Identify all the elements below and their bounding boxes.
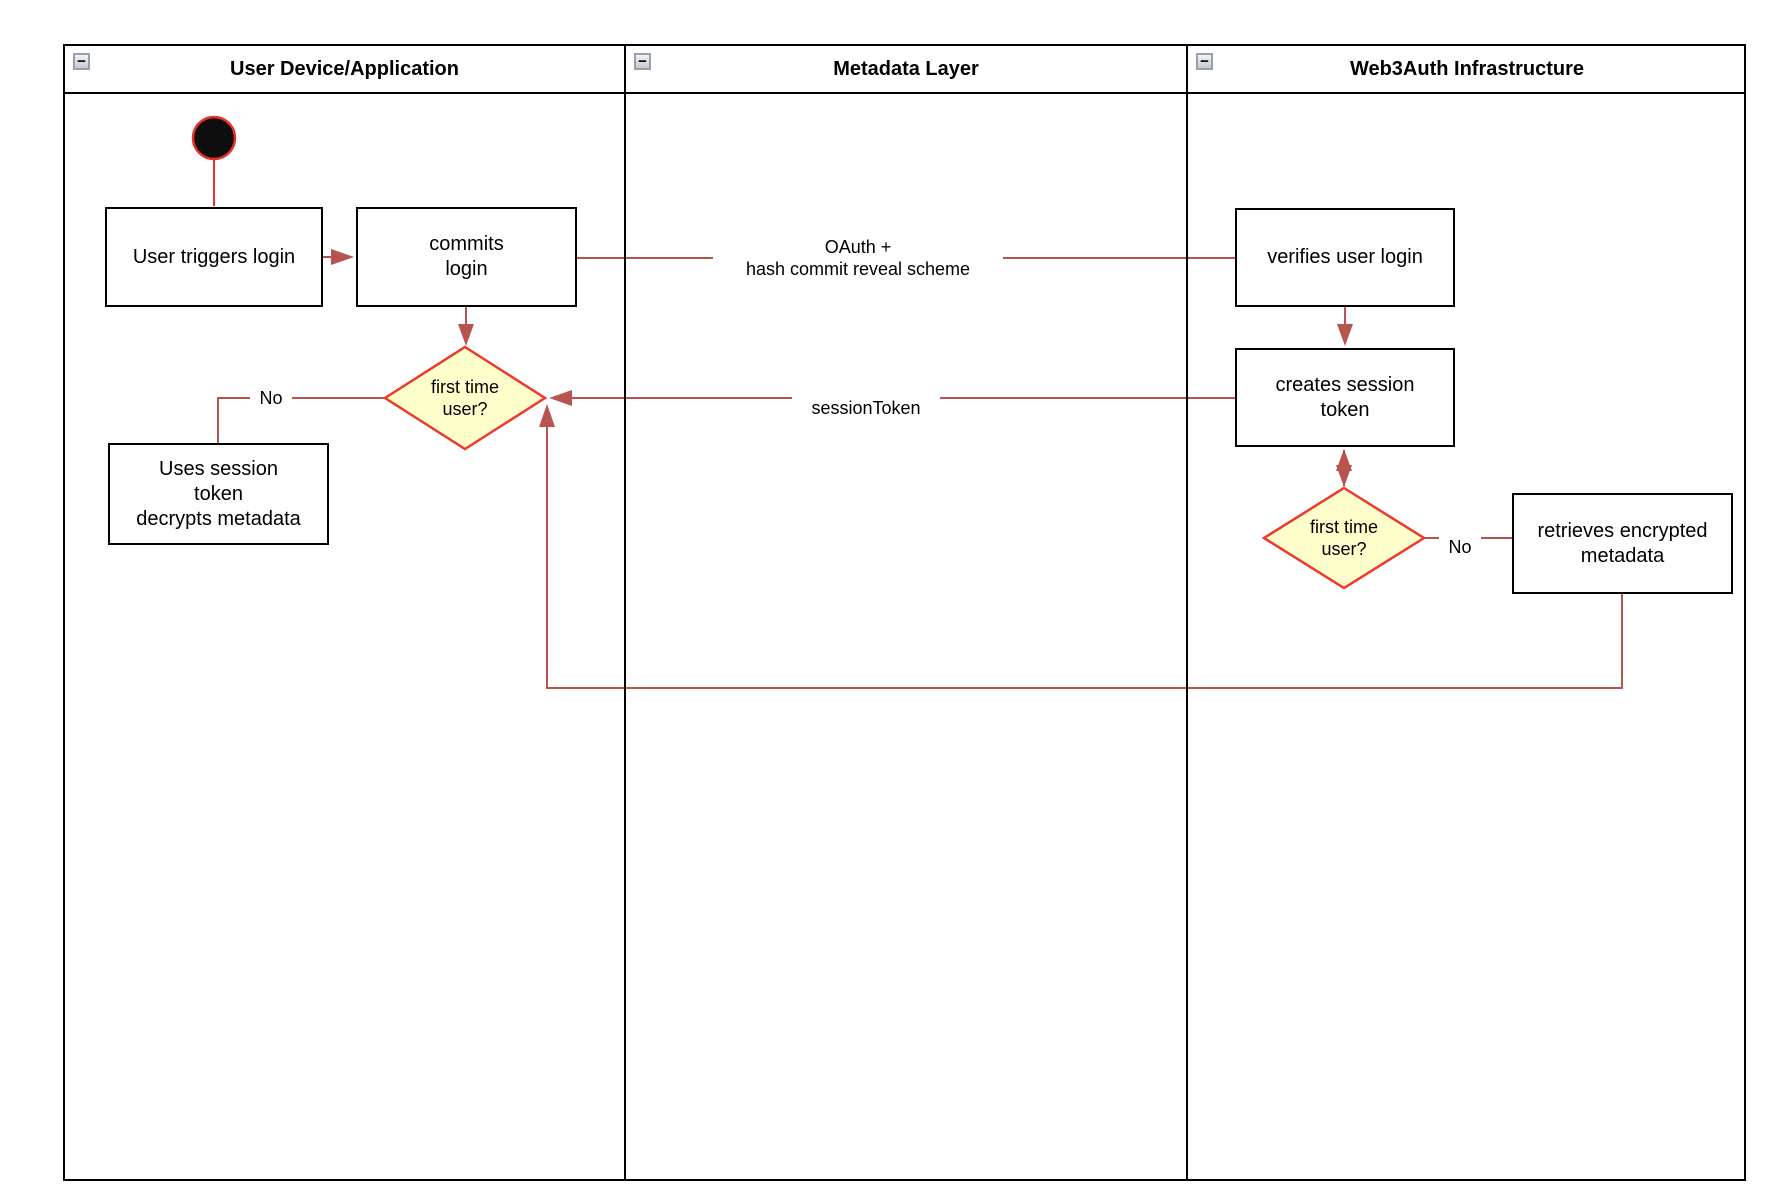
edge-return-to-decision1	[546, 424, 1623, 689]
lane-header-user-device: − User Device/Application	[65, 46, 624, 92]
node-user-triggers-login: User triggers login	[105, 207, 323, 307]
collapse-lane-button[interactable]: −	[634, 53, 651, 70]
node-uses-session-token: Uses session token decrypts metadata	[108, 443, 329, 545]
arrowhead-right-commits	[331, 249, 354, 265]
arrowhead-left-decision1	[549, 390, 572, 406]
edge-label-no-right: No	[1439, 534, 1481, 560]
node-commits-login: commits login	[356, 207, 577, 307]
lane-title: Web3Auth Infrastructure	[1349, 57, 1585, 80]
edge-label-oauth: OAuth + hash commit reveal scheme	[713, 235, 1003, 281]
edge-label-no-left: No	[250, 386, 292, 411]
arrowhead-down-decision2	[1336, 465, 1352, 487]
lane-header-web3auth: − Web3Auth Infrastructure	[1188, 46, 1746, 92]
lane-title: Metadata Layer	[833, 57, 979, 80]
node-retrieves-encrypted-metadata: retrieves encrypted metadata	[1512, 493, 1733, 594]
lane-divider-2	[1186, 46, 1188, 1179]
edge-label-session-token: sessionToken	[792, 394, 940, 422]
collapse-lane-button[interactable]: −	[73, 53, 90, 70]
arrowhead-down-decision1	[458, 324, 474, 346]
decision-label-first-time-user-right: first time user?	[1309, 516, 1378, 560]
decision-label-first-time-user-left: first time user?	[430, 376, 499, 420]
node-creates-session-token: creates session token	[1235, 348, 1455, 447]
node-verifies-user-login: verifies user login	[1235, 208, 1455, 307]
lane-title: User Device/Application	[230, 57, 459, 80]
decision-diamond-left	[382, 345, 548, 451]
pool-header-row	[65, 46, 1744, 94]
swimlane-pool: − User Device/Application − Metadata Lay…	[63, 44, 1746, 1181]
initial-node	[191, 115, 237, 161]
collapse-lane-button[interactable]: −	[1196, 53, 1213, 70]
arrowhead-down-creates	[1337, 324, 1353, 346]
lane-header-metadata-layer: − Metadata Layer	[626, 46, 1186, 92]
lane-divider-1	[624, 46, 626, 1179]
decision-diamond-right	[1261, 486, 1427, 590]
edge-no-left	[217, 397, 385, 443]
arrowhead-up-decision1	[539, 404, 555, 427]
